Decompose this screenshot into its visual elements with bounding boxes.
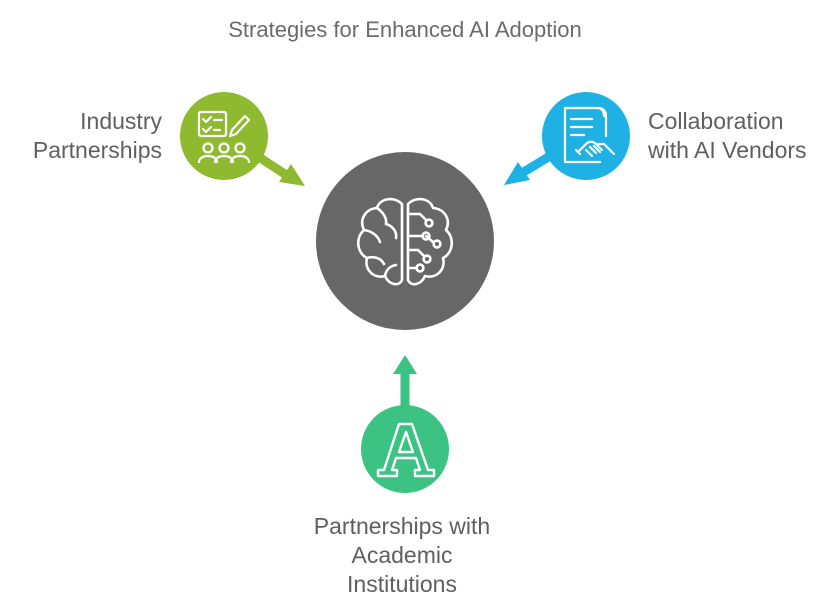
vendors-node bbox=[542, 92, 630, 180]
academic-node bbox=[361, 405, 449, 493]
checklist-team-icon bbox=[197, 110, 251, 164]
vendors-label: Collaboration with AI Vendors bbox=[648, 108, 807, 163]
center-hub bbox=[316, 152, 494, 330]
academic-label: Partnerships with Academic Institutions bbox=[313, 513, 491, 597]
brain-circuit-icon bbox=[357, 197, 453, 286]
diagram-title: Strategies for Enhanced AI Adoption bbox=[228, 17, 582, 42]
arrow-academic bbox=[393, 355, 417, 407]
industry-label: Industry Partnerships bbox=[32, 108, 162, 163]
contract-handshake-icon bbox=[563, 106, 616, 164]
letter-a-icon bbox=[376, 422, 436, 478]
